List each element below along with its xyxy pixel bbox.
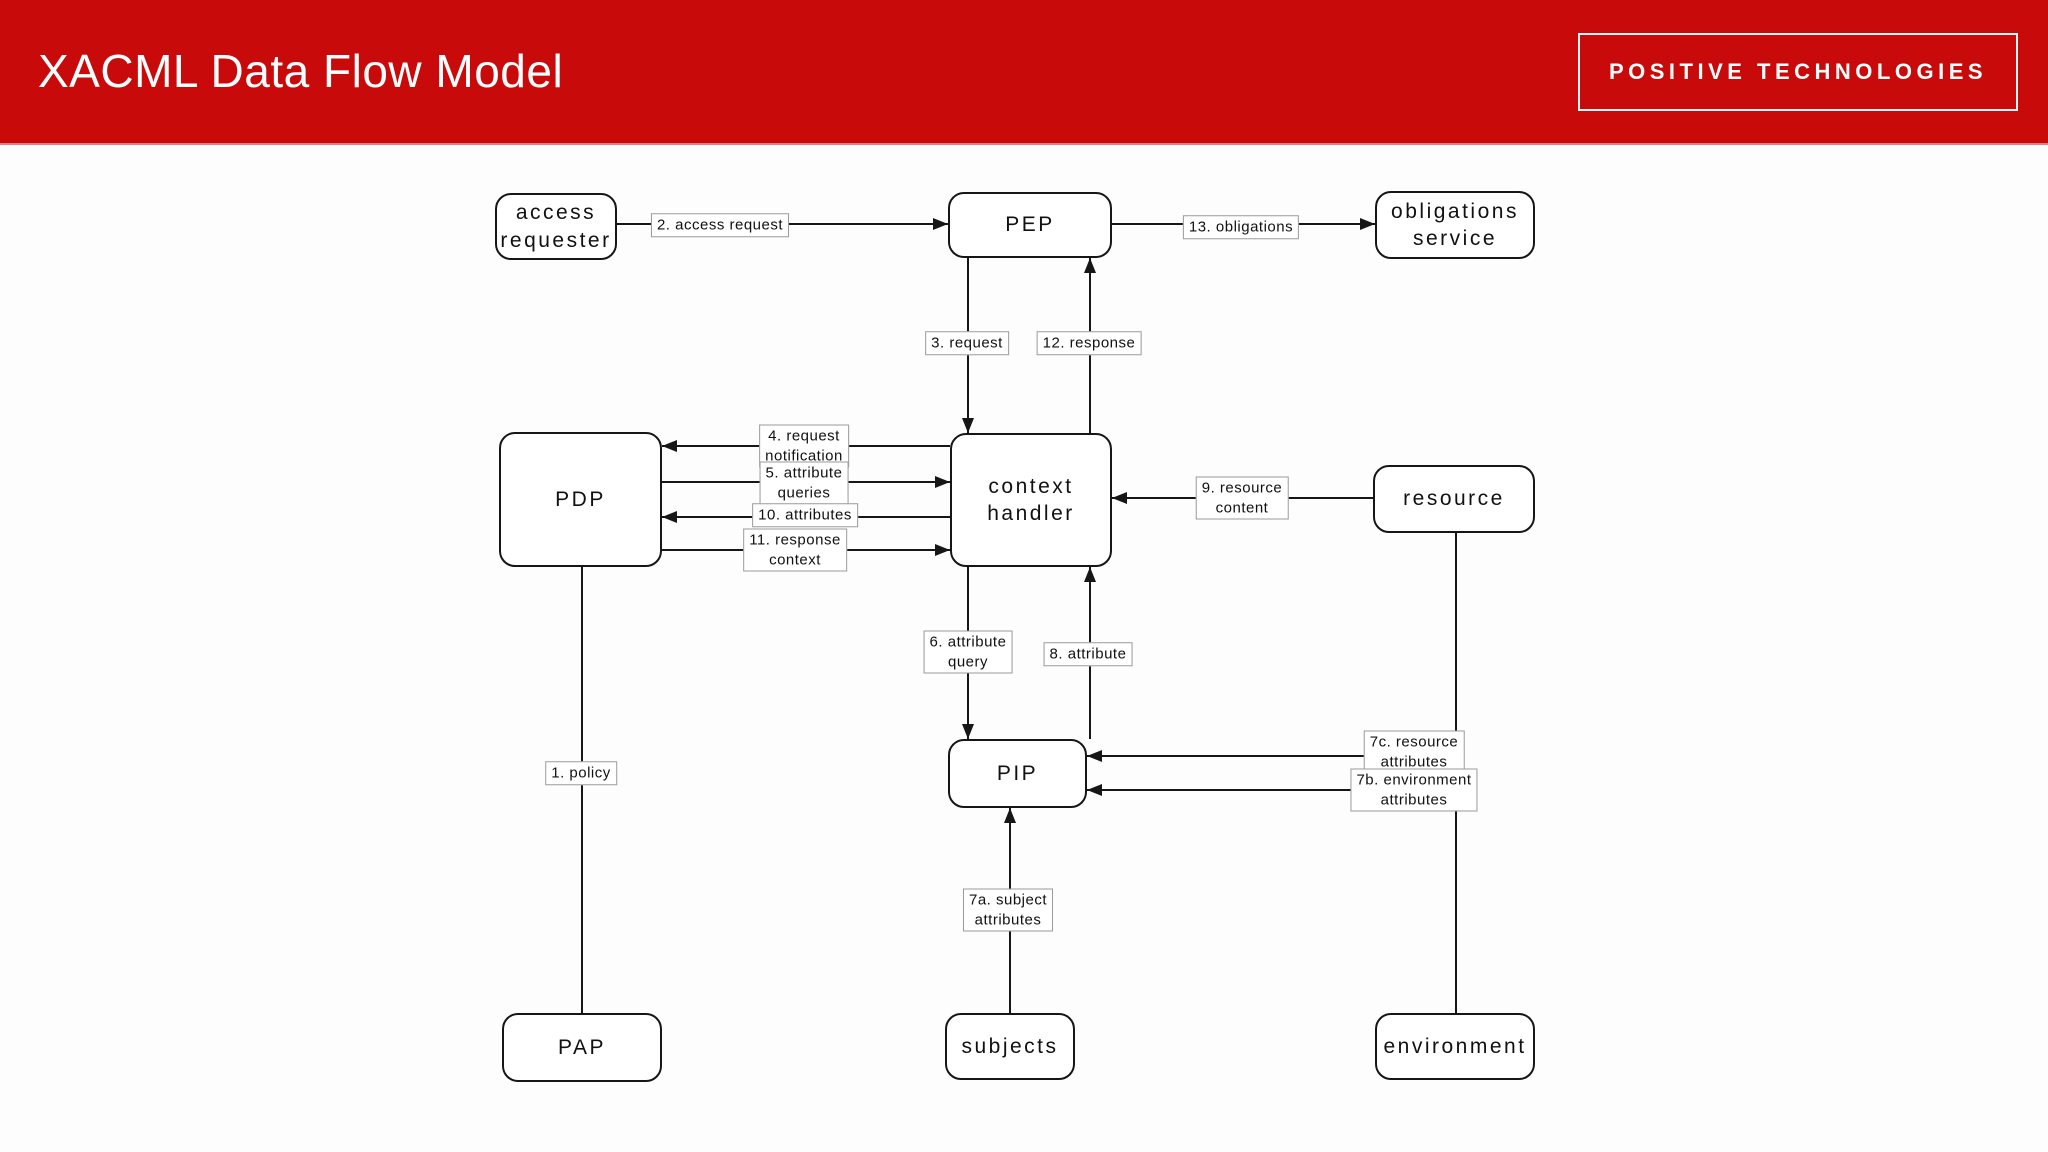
edge-12-label: 12. response <box>1036 331 1142 355</box>
edge-3-label: 3. request <box>925 331 1009 355</box>
edge-11-label: 11. response context <box>743 528 847 572</box>
edge-5-arrowhead <box>935 476 950 488</box>
edge-7b-label: 7b. environment attributes <box>1350 768 1478 812</box>
node-resource-label: resource <box>1403 487 1505 511</box>
node-obligations-service-label: obligations service <box>1391 199 1519 250</box>
edge-9-arrowhead <box>1112 492 1127 504</box>
node-context-handler: context handler <box>950 433 1112 567</box>
edge-2-arrowhead <box>933 218 948 230</box>
node-access-requester: access requester <box>495 193 617 260</box>
edge-7a-arrowhead <box>1004 808 1016 823</box>
node-obligations-service: obligations service <box>1375 191 1535 259</box>
edge-10-arrowhead <box>662 511 677 523</box>
edge-11-arrowhead <box>935 544 950 556</box>
edge-13-arrowhead <box>1360 218 1375 230</box>
node-resource: resource <box>1373 465 1535 533</box>
node-subjects: subjects <box>945 1013 1075 1080</box>
node-context-handler-label: context handler <box>987 474 1075 525</box>
edge-9-label: 9. resource content <box>1195 476 1289 520</box>
node-pip: PIP <box>948 739 1087 808</box>
edge-7c-label: 7c. resource attributes <box>1363 730 1465 774</box>
edge-6-label: 6. attribute query <box>923 630 1013 674</box>
edge-6-arrowhead <box>962 724 974 739</box>
node-pap-label: PAP <box>558 1035 606 1059</box>
edge-13-label: 13. obligations <box>1182 215 1300 239</box>
node-pep: PEP <box>948 192 1112 258</box>
edge-10-label: 10. attributes <box>752 503 858 527</box>
node-pep-label: PEP <box>1005 213 1055 237</box>
node-environment: environment <box>1375 1013 1535 1080</box>
header-bar: XACML Data Flow Model POSITIVE TECHNOLOG… <box>0 0 2048 145</box>
edge-7c-line <box>1087 755 1456 757</box>
node-subjects-label: subjects <box>961 1034 1059 1058</box>
edge-4-label: 4. request notification <box>759 424 849 468</box>
edge-8-arrowhead <box>1084 567 1096 582</box>
edge-3-arrowhead <box>962 418 974 433</box>
brand-logo: POSITIVE TECHNOLOGIES <box>1578 33 2018 111</box>
edge-7b-arrowhead <box>1087 784 1102 796</box>
node-pdp: PDP <box>499 432 662 567</box>
node-pap: PAP <box>502 1013 662 1082</box>
node-environment-label: environment <box>1383 1034 1527 1058</box>
edge-1-line <box>581 567 583 1013</box>
node-pip-label: PIP <box>996 761 1039 785</box>
edge-2-label: 2. access request <box>650 213 790 237</box>
node-pdp-label: PDP <box>555 487 606 511</box>
edge-7a-label: 7a. subject attributes <box>962 888 1054 932</box>
edge-8-label: 8. attribute <box>1043 642 1133 666</box>
brand-logo-text: POSITIVE TECHNOLOGIES <box>1608 59 1988 84</box>
edge-7c-arrowhead <box>1087 750 1102 762</box>
edge-4-arrowhead <box>662 440 677 452</box>
page-title: XACML Data Flow Model <box>38 44 564 97</box>
edge-7b-line <box>1087 789 1456 791</box>
edge-12-arrowhead <box>1084 258 1096 273</box>
edge-1-label: 1. policy <box>545 761 617 785</box>
edge-5-label: 5. attribute queries <box>759 461 849 505</box>
node-access-requester-label: access requester <box>500 201 612 252</box>
